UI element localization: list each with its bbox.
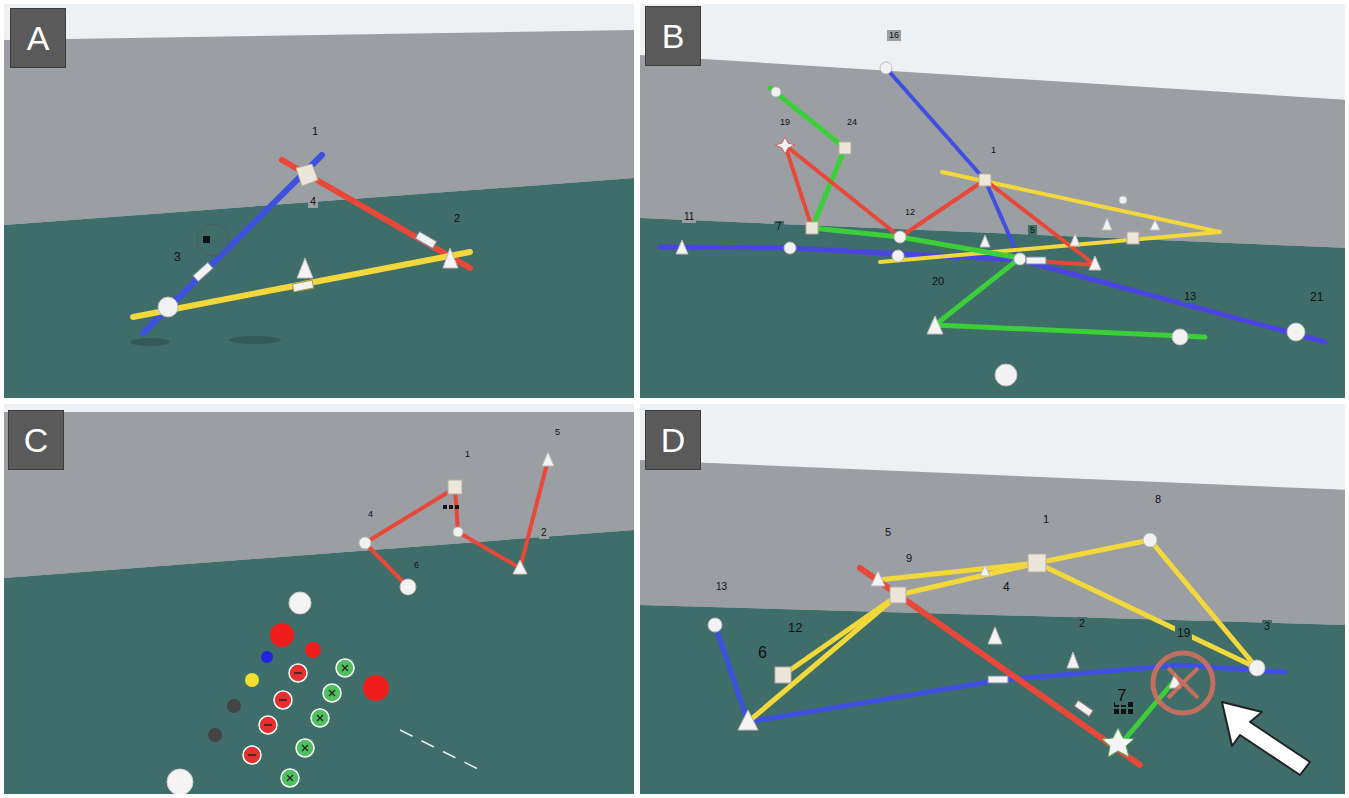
panel-tag: D xyxy=(645,410,701,470)
station-number: 1 xyxy=(989,145,998,156)
panel-letter: B xyxy=(662,19,685,53)
station-number: 11 xyxy=(682,211,696,223)
station-number: 7 xyxy=(774,221,784,233)
station-number: 3 xyxy=(172,250,183,264)
panel-tag: A xyxy=(10,8,66,68)
station-number: 7 xyxy=(1115,686,1128,705)
panel-letter: C xyxy=(24,423,49,457)
scene-a xyxy=(4,4,634,398)
station-number: 5 xyxy=(1028,225,1037,236)
panel-letter: A xyxy=(27,21,50,55)
scene-d xyxy=(640,404,1345,794)
station-number: 20 xyxy=(930,275,946,288)
station-number: 2 xyxy=(452,212,462,225)
station-number: 24 xyxy=(845,117,859,128)
station-number: 13 xyxy=(714,581,729,593)
scene-b xyxy=(640,4,1345,398)
station-number: 3 xyxy=(1262,620,1272,633)
station-number: 4 xyxy=(1001,580,1012,594)
scene-c xyxy=(4,404,634,794)
station-number: 12 xyxy=(903,207,917,218)
station-number: 6 xyxy=(412,560,421,571)
station-number: 21 xyxy=(1308,290,1325,304)
station-number: 4 xyxy=(366,509,375,520)
station-number: 5 xyxy=(553,427,562,438)
panel-tag: C xyxy=(8,410,64,470)
station-number: 4 xyxy=(308,195,318,208)
station-number: 5 xyxy=(883,526,893,539)
station-number: 19 xyxy=(1175,626,1192,640)
station-number: 6 xyxy=(756,644,769,662)
station-number: 2 xyxy=(1077,617,1087,630)
station-number: 8 xyxy=(1153,493,1163,506)
station-number: 1 xyxy=(1041,513,1051,526)
station-number: 1 xyxy=(310,125,320,138)
station-number: 12 xyxy=(786,620,804,635)
station-number: 9 xyxy=(904,552,914,565)
panel-letter: D xyxy=(661,423,686,457)
panel-tag: B xyxy=(645,6,701,66)
station-number: 1 xyxy=(463,449,472,460)
station-number: 16 xyxy=(887,30,901,41)
station-number: 13 xyxy=(1182,290,1198,303)
station-number: 2 xyxy=(539,527,549,539)
station-number: 19 xyxy=(778,117,792,128)
